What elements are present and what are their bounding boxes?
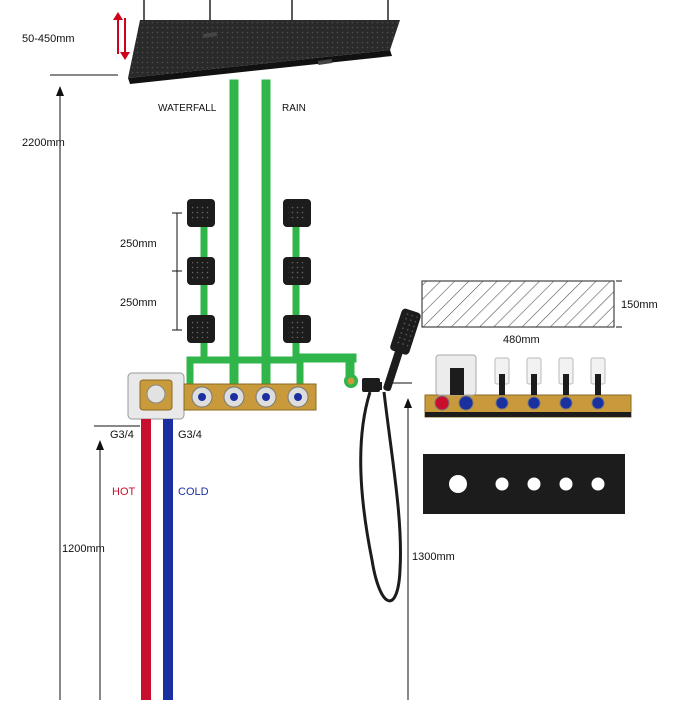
supply-pipes bbox=[141, 419, 173, 700]
body-jets bbox=[187, 199, 311, 343]
body-jet bbox=[283, 199, 311, 227]
valve-height-label: 1200mm bbox=[62, 543, 105, 555]
hatch-pattern-icon bbox=[421, 280, 615, 328]
concealed-valve-body bbox=[127, 372, 317, 420]
trim-plate bbox=[423, 454, 625, 514]
jet-spacing-dimension: 250mm 250mm bbox=[120, 212, 182, 331]
body-jet bbox=[283, 315, 311, 343]
waterfall-label: WATERFALL bbox=[158, 103, 217, 114]
total-height-dimension: 2200mm bbox=[22, 86, 65, 700]
box-height-label: 150mm bbox=[621, 299, 658, 311]
total-height-label: 2200mm bbox=[22, 137, 65, 149]
spacing-bottom-label: 250mm bbox=[120, 297, 157, 309]
hot-label: HOT bbox=[112, 486, 136, 498]
green-pipes bbox=[186, 79, 357, 390]
overhead-rain-shower bbox=[128, 20, 400, 84]
inlet-right-label: G3/4 bbox=[178, 429, 202, 441]
inlet-left-label: G3/4 bbox=[110, 429, 134, 441]
body-jet bbox=[187, 257, 215, 285]
hand-shower bbox=[359, 308, 421, 603]
valve-height-dimension: 1200mm bbox=[62, 425, 140, 700]
handheld-height-dimension: 1300mm bbox=[392, 382, 455, 700]
spacing-top-label: 250mm bbox=[120, 238, 157, 250]
wall-box-section: 150mm 480mm bbox=[421, 280, 658, 346]
height-adjust-indicator: 50-450mm bbox=[22, 12, 130, 76]
body-jet bbox=[187, 315, 215, 343]
up-down-arrow-icon bbox=[113, 12, 130, 60]
handheld-height-label: 1300mm bbox=[412, 551, 455, 563]
cold-label: COLD bbox=[178, 486, 209, 498]
body-jet bbox=[187, 199, 215, 227]
shower-height-label: 50-450mm bbox=[22, 33, 75, 45]
valve-unit-side bbox=[424, 354, 632, 418]
body-jet bbox=[283, 257, 311, 285]
rain-label: RAIN bbox=[282, 103, 306, 114]
box-width-label: 480mm bbox=[503, 334, 540, 346]
pipe-elbow-fitting bbox=[344, 374, 358, 388]
